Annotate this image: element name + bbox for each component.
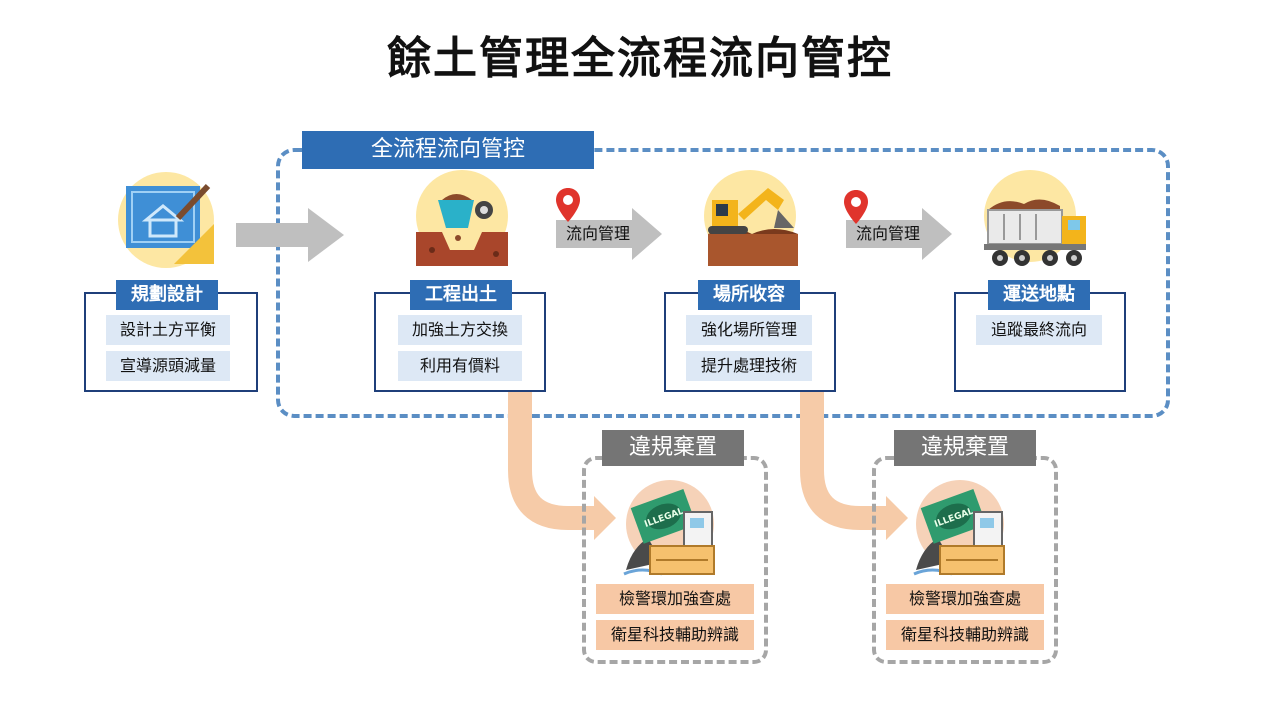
flow-arrow-2 — [846, 208, 952, 260]
violation-item: 衛星科技輔助辨識 — [596, 620, 754, 650]
violation-label-2: 違規棄置 — [894, 430, 1036, 466]
full-process-scope-label: 全流程流向管控 — [302, 131, 594, 169]
dump-truck-icon — [984, 170, 1086, 266]
violation-item: 衛星科技輔助辨識 — [886, 620, 1044, 650]
stage-item: 追蹤最終流向 — [976, 315, 1102, 345]
blueprint-icon — [118, 172, 214, 268]
stage-item: 利用有價料 — [398, 351, 522, 381]
stage-label-engineering: 工程出土 — [410, 280, 512, 310]
illegal-dumping-icon: ILLEGAL — [913, 480, 1005, 576]
illegal-dumping-icon: ILLEGAL — [623, 480, 715, 576]
stage-item: 強化場所管理 — [686, 315, 812, 345]
stage-label-storage-site: 場所收容 — [698, 280, 800, 310]
excavation-icon — [416, 170, 508, 266]
full-process-scope-frame — [276, 148, 1170, 418]
stage-label-planning: 規劃設計 — [116, 280, 218, 310]
stage-item: 提升處理技術 — [686, 351, 812, 381]
stage-item: 加強土方交換 — [398, 315, 522, 345]
flow-arrow-1 — [556, 208, 662, 260]
violation-item: 檢警環加強查處 — [596, 584, 754, 614]
stage-item: 設計土方平衡 — [106, 315, 230, 345]
flow-arrow-1-label: 流向管理 — [566, 224, 631, 243]
stage-label-destination: 運送地點 — [988, 280, 1090, 310]
excavator-icon — [704, 170, 798, 266]
flow-arrow-2-label: 流向管理 — [856, 224, 921, 243]
violation-label-1: 違規棄置 — [602, 430, 744, 466]
violation-item: 檢警環加強查處 — [886, 584, 1044, 614]
location-pin-icon — [556, 188, 580, 222]
big-gray-arrow — [236, 208, 344, 262]
stage-item: 宣導源頭減量 — [106, 351, 230, 381]
page-title: 餘土管理全流程流向管控 — [387, 33, 893, 84]
location-pin-icon — [844, 190, 868, 224]
